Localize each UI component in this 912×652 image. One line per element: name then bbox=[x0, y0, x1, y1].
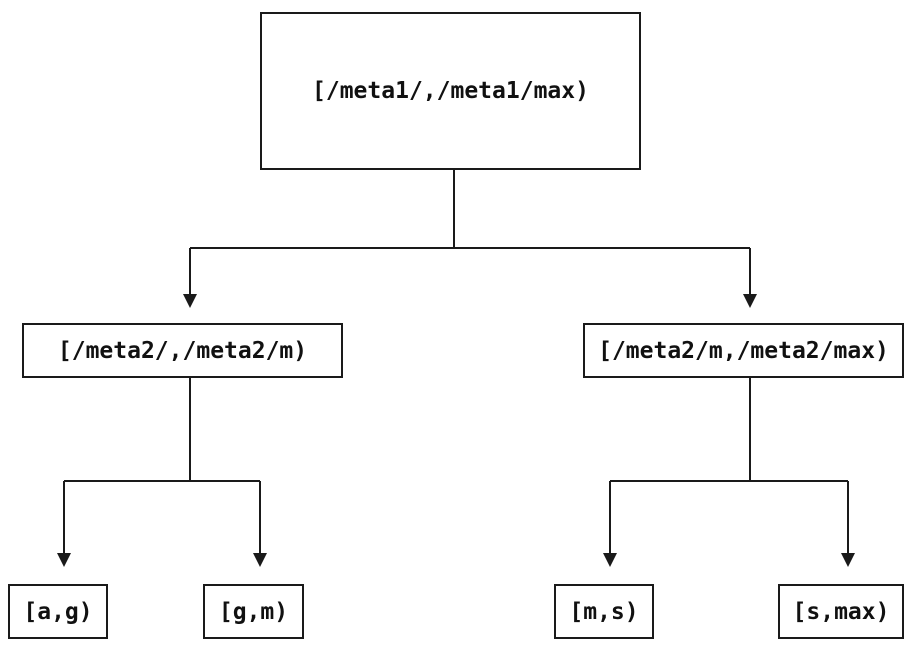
node-left-child-label: [/meta2/,/meta2/m) bbox=[57, 337, 308, 364]
node-leaf-ag: [a,g) bbox=[8, 584, 108, 639]
node-root-label: [/meta1/,/meta1/max) bbox=[312, 78, 589, 104]
arrowhead-to-left-child bbox=[183, 294, 197, 308]
node-leaf-gm: [g,m) bbox=[203, 584, 304, 639]
node-leaf-smax: [s,max) bbox=[778, 584, 904, 639]
node-leaf-ag-label: [a,g) bbox=[23, 598, 93, 625]
node-left-child-range: [/meta2/,/meta2/m) bbox=[22, 323, 343, 378]
arrowhead-to-leaf-smax bbox=[841, 553, 855, 567]
node-right-child-label: [/meta2/m,/meta2/max) bbox=[598, 337, 889, 364]
arrowhead-to-leaf-ms bbox=[603, 553, 617, 567]
node-right-child-range: [/meta2/m,/meta2/max) bbox=[583, 323, 904, 378]
node-leaf-ms: [m,s) bbox=[554, 584, 654, 639]
node-leaf-ms-label: [m,s) bbox=[569, 598, 639, 625]
node-root-range: [/meta1/,/meta1/max) bbox=[260, 12, 641, 170]
arrowhead-to-leaf-ag bbox=[57, 553, 71, 567]
arrowhead-to-right-child bbox=[743, 294, 757, 308]
node-leaf-gm-label: [g,m) bbox=[218, 598, 289, 625]
node-leaf-smax-label: [s,max) bbox=[792, 598, 890, 625]
arrowhead-to-leaf-gm bbox=[253, 553, 267, 567]
